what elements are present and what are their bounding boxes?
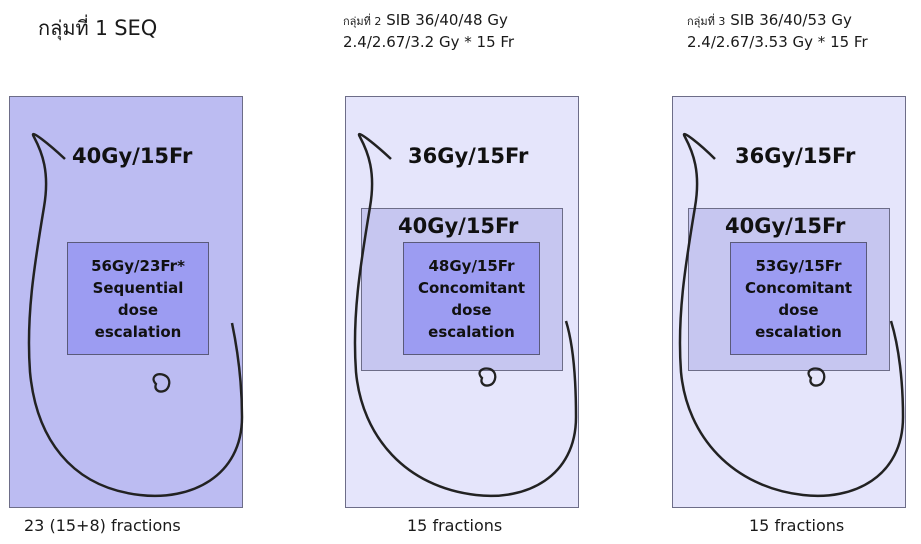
technique-label: dose: [778, 301, 819, 319]
group3-prefix: กลุ่มที่ 3: [687, 15, 726, 28]
outer-dose-label: 36Gy/15Fr: [735, 144, 856, 168]
boost-volume-box: 53Gy/15Fr Concomitant dose escalation: [730, 242, 867, 355]
technique-label: escalation: [94, 323, 182, 341]
fraction-count-label: 23 (15+8) fractions: [24, 516, 181, 535]
group3-line2: 2.4/2.67/3.53 Gy * 15 Fr: [687, 33, 868, 51]
middle-dose-label: 40Gy/15Fr: [725, 214, 846, 238]
group1-prefix: กลุ่มที่ 1: [38, 16, 108, 40]
boost-volume-box: 48Gy/15Fr Concomitant dose escalation: [403, 242, 540, 355]
technique-label: Concomitant: [744, 279, 853, 297]
technique-label: dose: [117, 301, 159, 319]
fraction-count-label: 15 fractions: [749, 516, 845, 535]
boost-dose-label: 48Gy/15Fr: [428, 257, 515, 275]
panel-sequential: 56Gy/23Fr* Sequential dose escalation 40…: [9, 96, 244, 508]
technique-label: Sequential: [92, 279, 184, 297]
boost-dose-label: 53Gy/15Fr: [755, 257, 842, 275]
group3-header: กลุ่มที่ 3 SIB 36/40/53 Gy 2.4/2.67/3.53…: [687, 10, 868, 53]
panel-sib-48: 48Gy/15Fr Concomitant dose escalation 36…: [345, 96, 579, 508]
panel-sib-53: 53Gy/15Fr Concomitant dose escalation 36…: [672, 96, 906, 508]
group2-prefix: กลุ่มที่ 2: [343, 15, 382, 28]
group1-header: กลุ่มที่ 1 SEQ: [38, 12, 157, 44]
outer-dose-label: 40Gy/15Fr: [72, 144, 193, 168]
outer-dose-label: 36Gy/15Fr: [408, 144, 529, 168]
technique-label: Concomitant: [417, 279, 526, 297]
technique-label: escalation: [755, 323, 842, 341]
group1-name: SEQ: [114, 16, 158, 40]
fraction-count-label: 15 fractions: [407, 516, 503, 535]
group2-line1: SIB 36/40/48 Gy: [386, 11, 508, 29]
boost-volume-box: 56Gy/23Fr* Sequential dose escalation: [67, 242, 209, 355]
boost-dose-label: 56Gy/23Fr*: [91, 257, 185, 275]
middle-dose-label: 40Gy/15Fr: [398, 214, 519, 238]
group3-line1: SIB 36/40/53 Gy: [730, 11, 852, 29]
group2-line2: 2.4/2.67/3.2 Gy * 15 Fr: [343, 33, 515, 51]
technique-label: dose: [451, 301, 492, 319]
technique-label: escalation: [428, 323, 515, 341]
group2-header: กลุ่มที่ 2 SIB 36/40/48 Gy 2.4/2.67/3.2 …: [343, 10, 514, 53]
